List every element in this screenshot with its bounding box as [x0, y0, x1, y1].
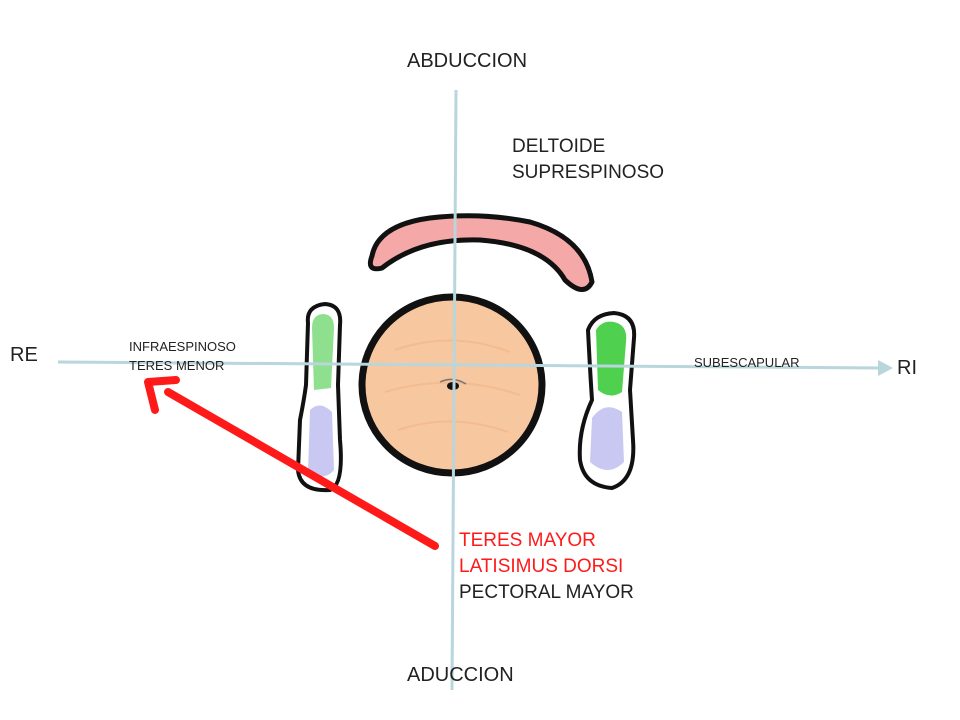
muscle-label-top: DELTOIDE SUPRESPINOSO [512, 134, 664, 186]
horizontal-axis-arrowhead [878, 360, 893, 376]
muscle-label-left: INFRAESPINOSO TERES MENOR [129, 337, 236, 375]
deltoid-muscle [367, 213, 595, 292]
latisimus-dorsi-label: LATISIMUS DORSI [459, 556, 624, 577]
infraspinatus-teres-minor [296, 302, 343, 493]
subscapularis [577, 311, 637, 490]
axis-label-right: RI [897, 357, 917, 379]
supraspinoso-label: SUPRESPINOSO [512, 162, 665, 183]
teres-menor-label: TERES MENOR [129, 358, 225, 373]
vertical-axis [450, 89, 458, 691]
humeral-head [358, 293, 546, 477]
pectoral-mayor-label: PECTORAL MAYOR [459, 582, 634, 603]
deltoide-label: DELTOIDE [512, 136, 606, 157]
red-arrow [144, 376, 439, 550]
infraespinoso-label: INFRAESPINOSO [129, 339, 236, 354]
horizontal-axis [57, 360, 881, 370]
axis-label-top: ABDUCCION [407, 50, 528, 72]
subescapular-label: SUBESCAPULAR [694, 355, 800, 370]
muscle-label-bottom: TERES MAYOR LATISIMUS DORSI PECTORAL MAY… [459, 528, 634, 606]
axis-label-bottom: ADUCCION [407, 664, 514, 686]
teres-mayor-label: TERES MAYOR [459, 530, 596, 551]
axis-label-left: RE [10, 344, 38, 366]
